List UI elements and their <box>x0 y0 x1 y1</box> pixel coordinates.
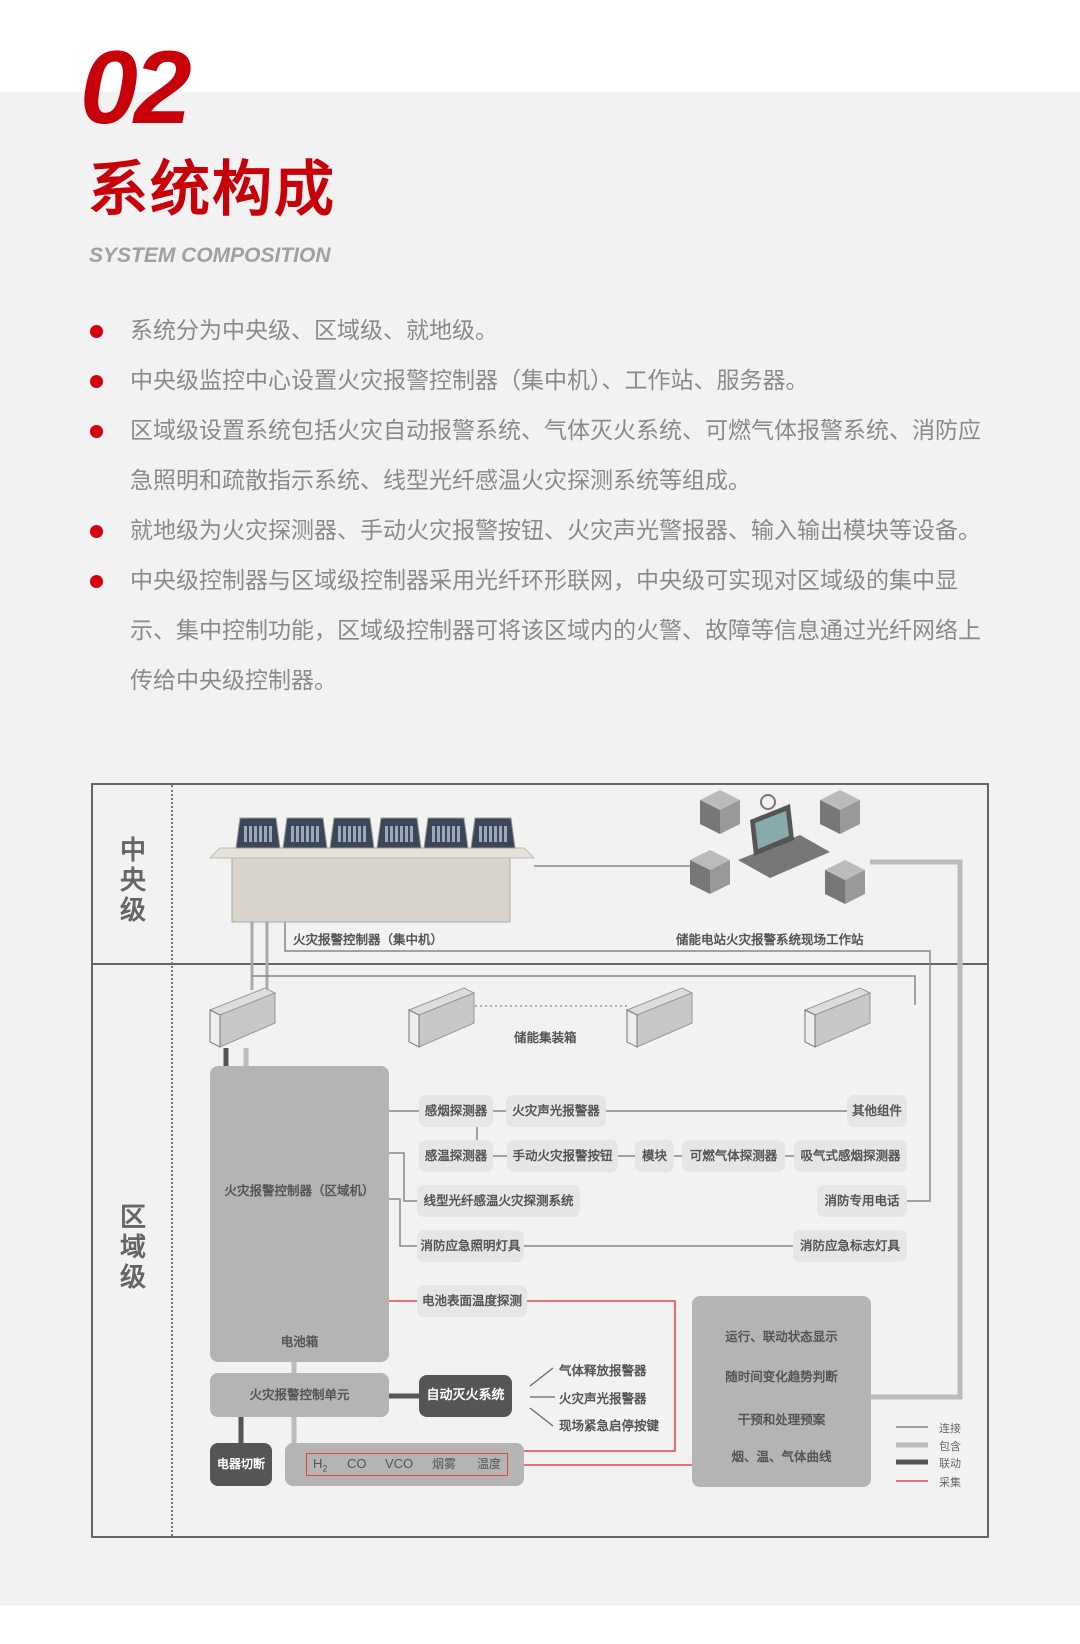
bullet-item: 中央级监控中心设置火灾报警控制器（集中机）、工作站、服务器。 <box>90 356 990 406</box>
container-icon <box>625 987 694 1048</box>
section-subtitle: SYSTEM COMPOSITION <box>89 244 331 267</box>
pill-linear-fiber: 线型光纤感温火灾探测系统 <box>417 1185 580 1217</box>
legend-connect: 连接 <box>939 1422 961 1435</box>
auto-extinguish-box: 自动灭火系统 <box>419 1375 512 1417</box>
console-panel <box>470 817 516 849</box>
extinguish-item: 火灾声光报警器 <box>559 1391 647 1406</box>
function-item: 烟、温、气体曲线 <box>731 1449 832 1464</box>
server-icon <box>820 790 860 834</box>
pill-heat-detector: 感温探测器 <box>419 1140 493 1172</box>
legend-include: 包含 <box>939 1440 961 1453</box>
server-icon <box>690 850 730 894</box>
bullet-item: 就地级为火灾探测器、手动火灾报警按钮、火灾声光警报器、输入输出模块等设备。 <box>90 506 990 556</box>
pill-aspirating-detector: 吸气式感烟探测器 <box>794 1140 907 1172</box>
bullet-dot-icon <box>90 525 103 538</box>
console-panel <box>376 817 422 849</box>
sensor-smoke: 烟雾 <box>432 1457 457 1471</box>
connector-line <box>284 922 931 1202</box>
zone-label-central: 中央级 <box>119 836 146 926</box>
container-icon <box>208 987 277 1048</box>
regional-controller-label: 火灾报警控制器（区域机） <box>224 1183 375 1198</box>
connector-line <box>389 1198 793 1247</box>
sensor-h2: H2 <box>313 1456 328 1474</box>
extinguish-item: 气体释放报警器 <box>559 1363 647 1378</box>
bullet-dot-icon <box>90 575 103 588</box>
sensor-vco: VCO <box>385 1456 414 1471</box>
legend-collect: 采集 <box>939 1476 961 1489</box>
battery-box-label: 电池箱 <box>280 1334 319 1349</box>
zone-divider <box>91 963 989 965</box>
pill-other-components: 其他组件 <box>847 1095 907 1127</box>
pill-smoke-detector: 感烟探测器 <box>419 1095 493 1127</box>
pill-battery-temp: 电池表面温度探测 <box>417 1285 527 1317</box>
pill-module: 模块 <box>635 1140 674 1172</box>
section-title: 系统构成 <box>88 155 336 225</box>
pill-manual-button: 手动火灾报警按钮 <box>507 1140 618 1172</box>
connector-line <box>389 1110 847 1140</box>
container-icon <box>803 987 872 1048</box>
page-background <box>0 92 1080 1606</box>
central-controller-label: 火灾报警控制器（集中机） <box>293 932 444 947</box>
function-item: 运行、联动状态显示 <box>725 1329 838 1344</box>
bullet-item: 中央级控制器与区域级控制器采用光纤环形联网，中央级可实现对区域级的集中显示、集中… <box>90 556 990 706</box>
sensor-list: H2 CO VCO 烟雾 温度 <box>306 1453 508 1476</box>
disc-icon <box>760 794 776 810</box>
control-unit-box: 火灾报警控制单元 <box>210 1373 389 1417</box>
legend-linkage: 联动 <box>939 1457 961 1470</box>
console-panel <box>282 817 328 849</box>
pill-sound-light-alarm: 火灾声光报警器 <box>506 1095 606 1127</box>
regional-box <box>210 1066 389 1362</box>
connector-line <box>529 1367 555 1427</box>
containers-label: 储能集装箱 <box>514 1030 577 1045</box>
bullet-item: 区域级设置系统包括火灾自动报警系统、气体灭火系统、可燃气体报警系统、消防应急照明… <box>90 406 990 506</box>
bullet-dot-icon <box>90 375 103 388</box>
pill-sign-light: 消防应急标志灯具 <box>793 1230 907 1262</box>
power-cut-box: 电器切断 <box>210 1443 272 1486</box>
extinguish-item: 现场紧急启停按键 <box>559 1418 660 1433</box>
connector-line <box>252 975 916 1005</box>
function-item: 随时间变化趋势判断 <box>725 1369 838 1384</box>
zone-label-regional: 区域级 <box>119 1203 146 1293</box>
bullet-list: 系统分为中央级、区域级、就地级。 中央级监控中心设置火灾报警控制器（集中机）、工… <box>90 306 990 706</box>
bullet-dot-icon <box>90 325 103 338</box>
container-icon <box>407 987 476 1048</box>
pill-gas-detector: 可燃气体探测器 <box>682 1140 785 1172</box>
central-console-image <box>208 817 536 923</box>
console-panel <box>235 817 281 849</box>
diagram-frame <box>91 783 989 1538</box>
function-item: 干预和处理预案 <box>737 1412 826 1427</box>
console-panel <box>329 817 375 849</box>
zone-column-divider <box>171 785 173 1536</box>
server-icon <box>700 790 740 834</box>
bullet-item: 系统分为中央级、区域级、就地级。 <box>90 306 990 356</box>
workstation-label: 储能电站火灾报警系统现场工作站 <box>676 932 864 947</box>
function-box: 运行、联动状态显示 随时间变化趋势判断 干预和处理预案 烟、温、气体曲线 <box>692 1296 871 1487</box>
console-panel <box>423 817 469 849</box>
linkage-line <box>238 1393 419 1443</box>
sensor-co: CO <box>347 1456 367 1471</box>
pill-fire-phone: 消防专用电话 <box>817 1185 907 1217</box>
bullet-dot-icon <box>90 425 103 438</box>
include-line <box>250 922 269 990</box>
sensor-box: H2 CO VCO 烟雾 温度 <box>285 1443 524 1486</box>
workstation-image <box>690 790 865 904</box>
pill-emergency-light: 消防应急照明灯具 <box>417 1230 524 1262</box>
collect-line <box>389 1300 692 1466</box>
server-icon <box>825 860 865 904</box>
section-number: 02 <box>80 30 192 146</box>
include-line <box>870 859 963 1400</box>
sensor-temp: 温度 <box>477 1457 502 1471</box>
connector-line <box>389 1152 794 1202</box>
